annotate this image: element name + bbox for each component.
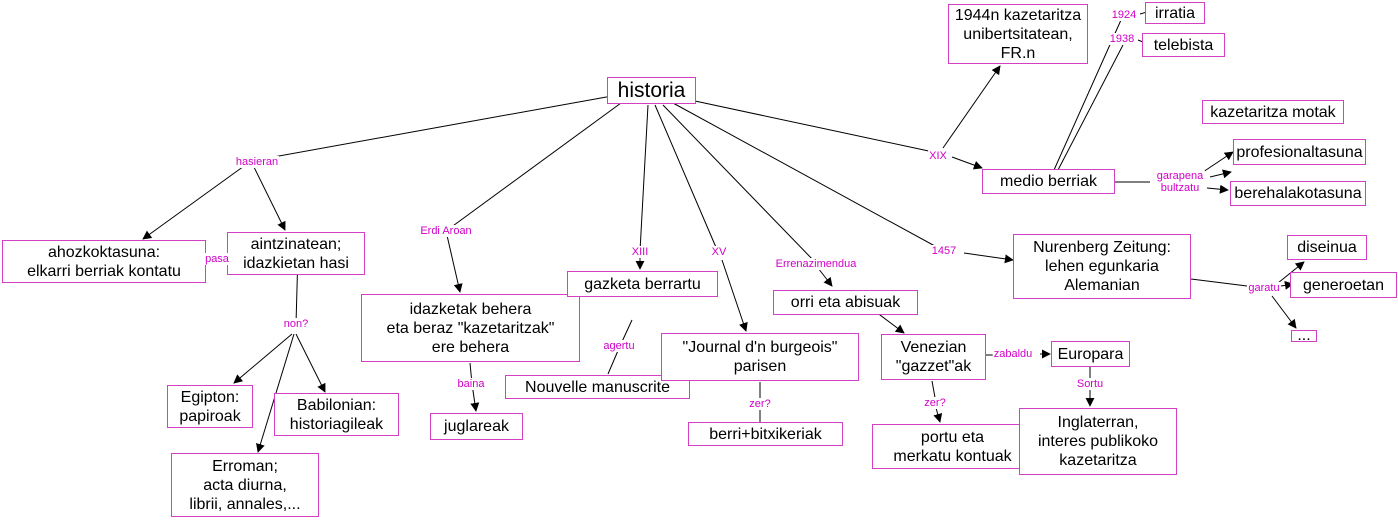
label-1924: 1924 — [1110, 9, 1138, 21]
node-egipton[interactable]: Egipton: papiroak — [167, 385, 253, 428]
link-xix-medio — [951, 156, 983, 170]
link-historia-1457 — [672, 102, 945, 252]
label-erdi-aroan: Erdi Aroan — [419, 225, 473, 237]
link-hasieran-aintzina — [250, 160, 286, 231]
label-sortu: Sortu — [1075, 378, 1105, 390]
node-generoetan[interactable]: generoetan — [1290, 272, 1397, 298]
link-garatu-dots — [1271, 295, 1297, 329]
node-erroman[interactable]: Erroman; acta diurna, librii, annales,..… — [171, 453, 319, 517]
label-garapena: garapena — [1155, 170, 1205, 182]
node-inglaterran[interactable]: Inglaterran, interes publikoko kazetarit… — [1019, 408, 1177, 475]
node-medio-berriak[interactable]: medio berriak — [982, 169, 1115, 194]
label-zer-1: zer? — [748, 398, 772, 410]
label-garatu: garatu — [1247, 282, 1281, 294]
link-medio-1924 — [1053, 19, 1122, 171]
node-aintzinatean[interactable]: aintzinatean; idazkietan hasi — [227, 232, 365, 275]
link-errenazimendua-orri — [817, 267, 833, 287]
node-orri-abisuak[interactable]: orri eta abisuak — [773, 290, 918, 315]
node-berri-bitxikeriak[interactable]: berri+bitxikeriak — [688, 422, 843, 446]
link-xv-journal — [721, 259, 748, 332]
label-xix: XIX — [928, 150, 948, 162]
link-historia-errenazimendua — [662, 104, 817, 264]
label-pasa: pasa — [204, 253, 230, 265]
link-non-babilonia — [295, 333, 326, 393]
label-agertu: agertu — [602, 340, 636, 352]
node-journal[interactable]: "Journal d'n burgeois" parisen — [661, 333, 859, 381]
label-non: non? — [282, 318, 310, 330]
node-idazketak[interactable]: idazketak behera eta beraz "kazetaritzak… — [361, 294, 580, 362]
link-hasieran-ahozkoa — [142, 160, 252, 240]
link-zer-portu — [933, 407, 943, 423]
node-historia[interactable]: historia — [607, 77, 696, 104]
node-telebista[interactable]: telebista — [1142, 33, 1225, 57]
node-venezian[interactable]: Venezian "gazzet"ak — [881, 334, 986, 380]
link-garapena-berehala — [1206, 184, 1229, 194]
label-baina: baina — [456, 378, 486, 390]
label-zer-2: zer? — [923, 397, 947, 409]
node-ahozkoktasuna[interactable]: ahozkoktasuna: elkarri berriak kontatu — [2, 240, 206, 283]
link-historia-xiii — [639, 104, 649, 252]
label-1457: 1457 — [930, 245, 958, 257]
label-bultzatu: bultzatu — [1159, 182, 1201, 194]
link-nurenberg-garatu — [1190, 278, 1248, 287]
link-1457-nurenberg — [963, 252, 1014, 264]
label-hasieran: hasieran — [234, 156, 280, 168]
node-irratia[interactable]: irratia — [1145, 2, 1205, 24]
node-kazetaritza-motak[interactable]: kazetaritza motak — [1202, 100, 1344, 124]
link-xix-1944 — [942, 65, 1001, 149]
link-historia-hasieran — [250, 95, 613, 162]
link-historia-erdi — [445, 102, 622, 232]
node-diseinua[interactable]: diseinua — [1287, 235, 1367, 260]
node-dots[interactable]: ... — [1291, 330, 1317, 342]
link-erdi-idazketak — [445, 230, 463, 293]
node-nurenberg[interactable]: Nurenberg Zeitung: lehen egunkaria Alema… — [1013, 234, 1191, 299]
label-xv: XV — [710, 246, 728, 258]
link-non-egipto — [233, 333, 293, 384]
link-historia-xix — [694, 100, 939, 154]
label-errenazimendua: Errenazimendua — [774, 258, 858, 270]
node-1944-kazetaritza[interactable]: 1944n kazetaritza unibertsitatean, FR.n — [948, 4, 1088, 64]
node-gazketa[interactable]: gazketa berrartu — [567, 271, 718, 297]
link-historia-xv — [654, 104, 719, 253]
node-portu[interactable]: portu eta merkatu kontuak — [872, 424, 1033, 469]
link-garapena-motak — [1202, 151, 1234, 173]
node-juglareak[interactable]: juglareak — [430, 413, 523, 440]
node-berehalakotasuna[interactable]: berehalakotasuna — [1230, 181, 1366, 206]
label-zabaldu: zabaldu — [992, 348, 1034, 360]
node-profesionaltasuna[interactable]: profesionaltasuna — [1233, 139, 1366, 165]
label-xiii: XIII — [630, 246, 650, 258]
node-europara[interactable]: Europara — [1051, 341, 1130, 367]
node-babilonian[interactable]: Babilonian: historiagileak — [274, 393, 399, 436]
link-medio-1938 — [1057, 44, 1124, 171]
label-1938: 1938 — [1108, 33, 1136, 45]
node-nouvelle[interactable]: Nouvelle manuscrite — [505, 375, 690, 399]
link-garapena-profesional — [1209, 169, 1232, 179]
